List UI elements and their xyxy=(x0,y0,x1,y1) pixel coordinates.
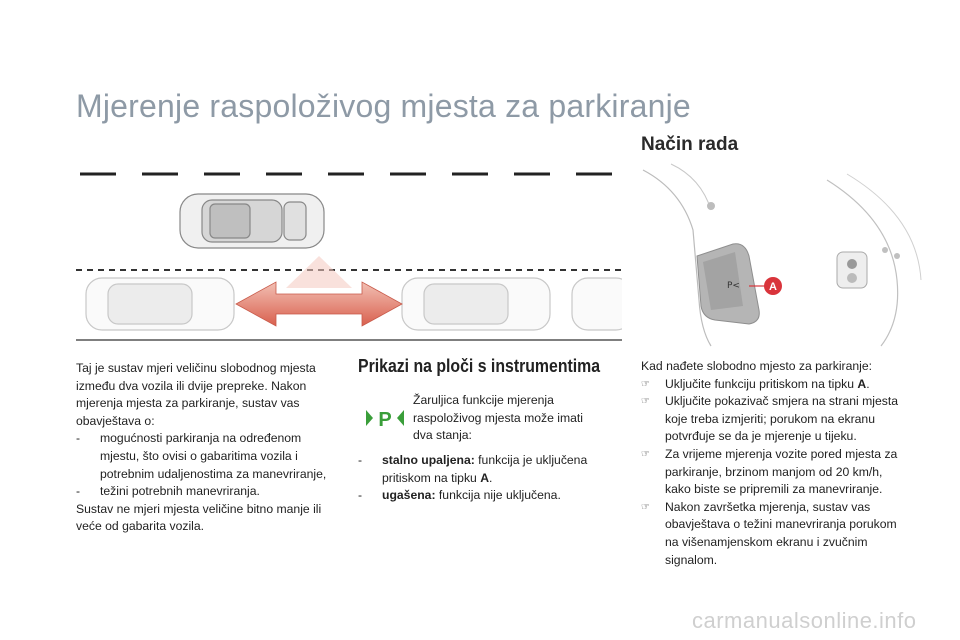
procedure-intro: Kad nađete slobodno mjesto za parkiranje… xyxy=(641,359,873,373)
list-item: - težini potrebnih manevriranja. xyxy=(76,484,260,499)
parked-car-left xyxy=(85,277,235,331)
watermark: carmanualsonline.info xyxy=(692,608,917,633)
parked-car-edge xyxy=(571,277,622,331)
callout-a-badge xyxy=(764,277,782,295)
intro-paragraph: Taj je sustav mjeri veličinu slobodnog m… xyxy=(76,361,316,428)
procedure-text: Kad nađete slobodno mjesto za parkiranje… xyxy=(641,358,911,569)
page-title: Mjerenje raspoloživog mjesta za parkiran… xyxy=(76,88,691,124)
intro-text: Taj je sustav mjeri veličinu slobodnog m… xyxy=(76,360,338,536)
hand-pointer-icon: ☞ xyxy=(641,378,650,390)
list-item: ☞ Uključite funkciju pritiskom na tipku … xyxy=(641,376,911,394)
callout-a-label: A xyxy=(769,281,777,293)
list-item: ☞ Nakon završetka mjerenja, sustav vas o… xyxy=(641,499,911,569)
list-item: - mogućnosti parkiranja na određenom mje… xyxy=(76,431,327,481)
parking-button-icon: P< xyxy=(727,281,740,291)
hand-pointer-icon: ☞ xyxy=(641,448,650,460)
svg-text:P: P xyxy=(378,409,391,430)
hand-pointer-icon: ☞ xyxy=(641,396,650,408)
small-knob xyxy=(707,202,715,210)
intro-closing: Sustav ne mjeri mjesta veličine bitno ma… xyxy=(76,501,322,534)
lamp-states: - stalno upaljena: funkcija je uključena… xyxy=(358,452,618,505)
list-item: ☞ Uključite pokazivač smjera na strani m… xyxy=(641,393,911,446)
moving-car xyxy=(179,193,325,249)
lamp-description: Žaruljica funkcije mjerenja raspoloživog… xyxy=(413,393,584,443)
hand-pointer-icon: ☞ xyxy=(641,501,650,513)
steering-control xyxy=(836,251,868,289)
parking-measure-illustration xyxy=(76,172,622,341)
dashboard-switch-illustration: P< A xyxy=(641,160,927,350)
section-heading-mode: Način rada xyxy=(641,134,739,155)
parking-measure-lamp-icon: P xyxy=(366,409,404,430)
list-item: - ugašena: funkcija nije uključena. xyxy=(358,488,561,503)
parked-car-right xyxy=(401,277,551,331)
list-item: ☞ Za vrijeme mjerenja vozite pored mjest… xyxy=(641,446,911,499)
section-heading-instrument-panel: Prikazi na ploči s instrumentima xyxy=(358,356,601,376)
measurement-arrow xyxy=(235,281,403,327)
list-item: - stalno upaljena: funkcija je uključena… xyxy=(358,453,588,485)
